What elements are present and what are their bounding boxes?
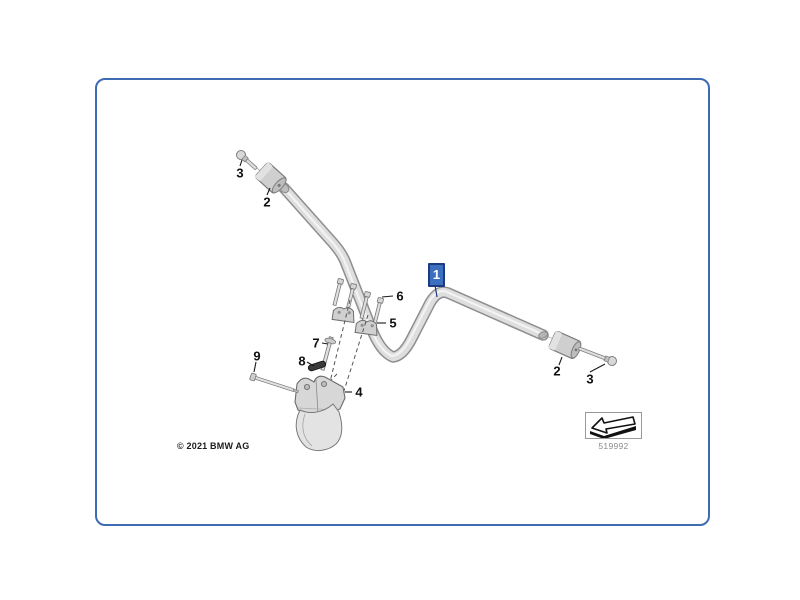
left-weight-screw [236, 150, 258, 170]
diagram-thumbnail-box[interactable] [585, 412, 642, 439]
callout-screw-left[interactable]: 3 [236, 165, 244, 181]
callout-damper[interactable]: 8 [298, 353, 306, 369]
callout-screw-right[interactable]: 3 [586, 371, 594, 387]
damper-element [307, 360, 327, 372]
bar-clamps [331, 306, 378, 337]
callout-side-bolt[interactable]: 9 [253, 348, 261, 364]
handlebar-tube [278, 182, 549, 363]
callout-weight-left[interactable]: 2 [263, 194, 271, 210]
callout-riser-clamp[interactable]: 4 [355, 384, 363, 400]
right-bar-weight [548, 330, 582, 360]
axis-lines [242, 156, 613, 362]
callout-weight-right[interactable]: 2 [553, 363, 561, 379]
hand-guard-plate [295, 403, 343, 452]
callout-handlebar-highlighted[interactable]: 1 [428, 263, 445, 287]
callout-leader-lines [239, 159, 606, 393]
side-bolt [249, 372, 299, 394]
callout-bar-clamp[interactable]: 5 [389, 315, 397, 331]
highlight-leader-line [434, 284, 438, 298]
overview-arrow-icon [590, 416, 636, 439]
left-bar-weight [255, 162, 287, 194]
thumbnail-part-number: 519992 [598, 441, 629, 451]
callout-riser-screw[interactable]: 7 [312, 335, 320, 351]
callout-clamp-screw[interactable]: 6 [396, 288, 404, 304]
right-weight-screw [578, 346, 617, 366]
copyright-text: © 2021 BMW AG [177, 441, 250, 451]
